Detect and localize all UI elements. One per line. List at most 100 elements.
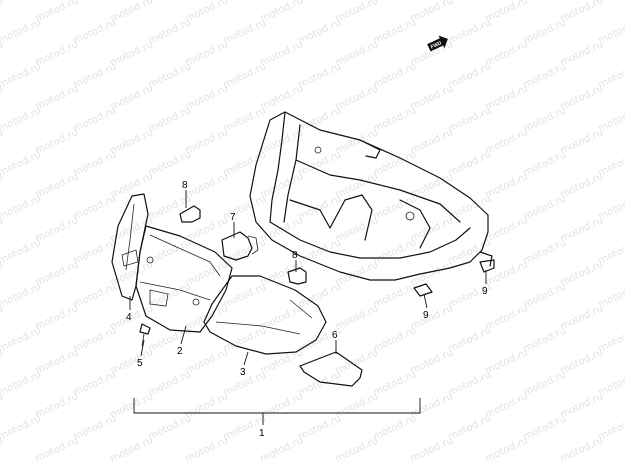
callout-5: 5 (137, 358, 143, 369)
watermark-text: motod.ru (0, 413, 43, 442)
watermark-text: motod.ru (259, 303, 305, 332)
callout-8: 8 (182, 180, 188, 191)
watermark-text: motod.ru (484, 171, 530, 200)
watermark-text: motod.ru (334, 259, 380, 288)
watermark-text: motod.ru (522, 413, 568, 442)
watermark-text: motod.ru (409, 259, 455, 288)
watermark-text: motod.ru (372, 17, 418, 46)
watermark-text: motod.ru (259, 171, 305, 200)
watermark-text: motod.ru (484, 391, 530, 420)
watermark-text: motod.ru (109, 39, 155, 68)
watermark-text: motod.ru (184, 83, 230, 112)
watermark-text: motod.ru (72, 0, 118, 3)
watermark-text: motod.ru (34, 303, 80, 332)
reflector-plate (299, 351, 363, 387)
callout-4: 4 (126, 312, 132, 323)
bulb-8-lower (287, 267, 307, 285)
watermark-text: motod.ru (559, 0, 605, 25)
bulb-8-upper (179, 205, 201, 223)
watermark-text: motod.ru (222, 61, 268, 90)
watermark-text: motod.ru (409, 347, 455, 376)
watermark-text: motod.ru (34, 347, 80, 376)
watermark-text: motod.ru (409, 391, 455, 420)
watermark-text: motod.ru (72, 237, 118, 266)
watermark-text: motod.ru (447, 149, 493, 178)
watermark-text: motod.ru (34, 215, 80, 244)
watermark-text: motod.ru (372, 61, 418, 90)
watermark-text: motod.ru (559, 303, 605, 332)
watermark-text: motod.ru (259, 215, 305, 244)
watermark-text: motod.ru (522, 0, 568, 3)
watermark-text: motod.ru (484, 347, 530, 376)
watermark-text: motod.ru (522, 193, 568, 222)
watermark-text: motod.ru (522, 325, 568, 354)
watermark-text: motod.ru (147, 149, 193, 178)
watermark-text: motod.ru (334, 215, 380, 244)
watermark-text: motod.ru (334, 347, 380, 376)
watermark-text: motod.ru (147, 281, 193, 310)
watermark-text: motod.ru (184, 303, 230, 332)
watermark-text: motod.ru (297, 149, 343, 178)
watermark-text: motod.ru (559, 435, 605, 464)
watermark-text: motod.ru (372, 325, 418, 354)
watermark-text: motod.ru (0, 149, 43, 178)
watermark-text: motod.ru (372, 413, 418, 442)
watermark-text: motod.ru (222, 149, 268, 178)
watermark-text: motod.ru (334, 303, 380, 332)
callout-7: 7 (230, 212, 236, 223)
watermark-text: motod.ru (222, 193, 268, 222)
watermark-text: motod.ru (184, 435, 230, 464)
watermark-text: motod.ru (409, 215, 455, 244)
watermark-text: motod.ru (559, 127, 605, 156)
watermark-text: motod.ru (0, 105, 43, 134)
watermark-text: motod.ru (447, 0, 493, 3)
watermark-text: motod.ru (559, 215, 605, 244)
watermark-text: motod.ru (522, 237, 568, 266)
watermark-text: motod.ru (184, 0, 230, 25)
watermark-text: motod.ru (559, 39, 605, 68)
watermark-text: motod.ru (34, 259, 80, 288)
callout-2: 2 (177, 346, 183, 357)
watermark-text: motod.ru (0, 237, 43, 266)
watermark-text: motod.ru (34, 435, 80, 464)
watermark-text: motod.ru (34, 127, 80, 156)
watermark-text: motod.ru (0, 0, 43, 3)
watermark-text: motod.ru (334, 0, 380, 25)
watermark-text: motod.ru (447, 61, 493, 90)
watermark-text: motod.ru (372, 0, 418, 3)
watermark-text: motod.ru (522, 281, 568, 310)
watermark-text: motod.ru (484, 39, 530, 68)
watermark-text: motod.ru (259, 347, 305, 376)
watermark-text: motod.ru (34, 171, 80, 200)
watermark-text: motod.ru (259, 391, 305, 420)
taillight-lens (135, 225, 233, 333)
watermark-text: motod.ru (109, 127, 155, 156)
watermark-text: motod.ru (222, 105, 268, 134)
watermark-text: motod.ru (409, 83, 455, 112)
watermark-text: motod.ru (147, 237, 193, 266)
watermark-text: motod.ru (297, 17, 343, 46)
callout-labels: 8 7 8 4 5 2 3 6 9 9 1 (126, 180, 488, 439)
watermark-text: motod.ru (297, 61, 343, 90)
watermark-text: motod.ru (409, 303, 455, 332)
watermark-text: motod.ru (147, 413, 193, 442)
watermark-text: motod.ru (72, 61, 118, 90)
watermark-text: motod.ru (72, 149, 118, 178)
watermark-text: motod.ru (484, 303, 530, 332)
watermark-text: motod.ru (222, 325, 268, 354)
watermark-text: motod.ru (184, 347, 230, 376)
watermark-text: motod.ru (447, 325, 493, 354)
watermark-text: motod.ru (109, 435, 155, 464)
watermark-text: motod.ru (147, 0, 193, 3)
watermark-text: motod.ru (297, 193, 343, 222)
watermark-text: motod.ru (184, 39, 230, 68)
watermark-text: motod.ru (259, 39, 305, 68)
clip-9-right (479, 259, 495, 273)
watermark-text: motod.ru (0, 281, 43, 310)
watermark-text: motod.ru (72, 369, 118, 398)
callout-9: 9 (423, 310, 429, 321)
watermark-text: motod.ru (559, 259, 605, 288)
watermark-text: motod.ru (522, 17, 568, 46)
watermark-text: motod.ru (109, 391, 155, 420)
watermark-text: motod.ru (109, 303, 155, 332)
